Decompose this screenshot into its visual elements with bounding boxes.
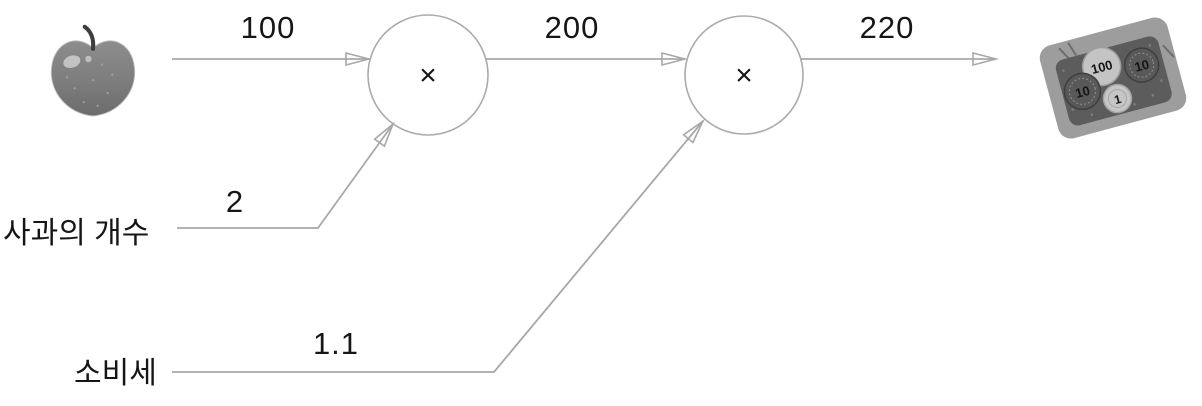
apple-speckles	[66, 63, 114, 107]
multiply-operator-1: ×	[419, 59, 437, 92]
edge-label-total: 220	[860, 10, 915, 45]
coin-100-label: 100	[1089, 57, 1114, 77]
apple-highlight-dot	[85, 55, 92, 63]
coin-10-left: 10	[1063, 72, 1102, 111]
apple-icon	[50, 24, 136, 117]
edge-apple-count	[177, 124, 393, 229]
edge-label-apple-price: 100	[241, 10, 296, 45]
apple-stem	[82, 24, 96, 51]
edge-label-apple-count: 2	[226, 184, 244, 219]
apple-highlight	[63, 55, 81, 69]
multiply-node-1	[367, 14, 489, 136]
edge-label-consumption-tax: 1.1	[313, 326, 359, 361]
coin-10-left-label: 10	[1074, 83, 1092, 101]
tray-shine-marks	[1058, 42, 1175, 61]
coin-1: 1	[1102, 83, 1133, 114]
apple-body	[50, 40, 136, 117]
multiply-operator-2: ×	[735, 59, 753, 92]
coin-10-right-label: 10	[1133, 57, 1151, 75]
edge-label-subtotal: 200	[545, 10, 600, 45]
coin-1-label: 1	[1113, 92, 1123, 107]
input-label-apple-count: 사과의 개수	[3, 217, 149, 250]
input-label-consumption-tax: 소비세	[74, 357, 157, 390]
multiply-node-2	[684, 15, 804, 135]
edge-consumption-tax	[172, 121, 703, 373]
money-tray-icon: 100 10 10 1	[1039, 17, 1187, 139]
coin-10-right: 10	[1123, 47, 1160, 83]
